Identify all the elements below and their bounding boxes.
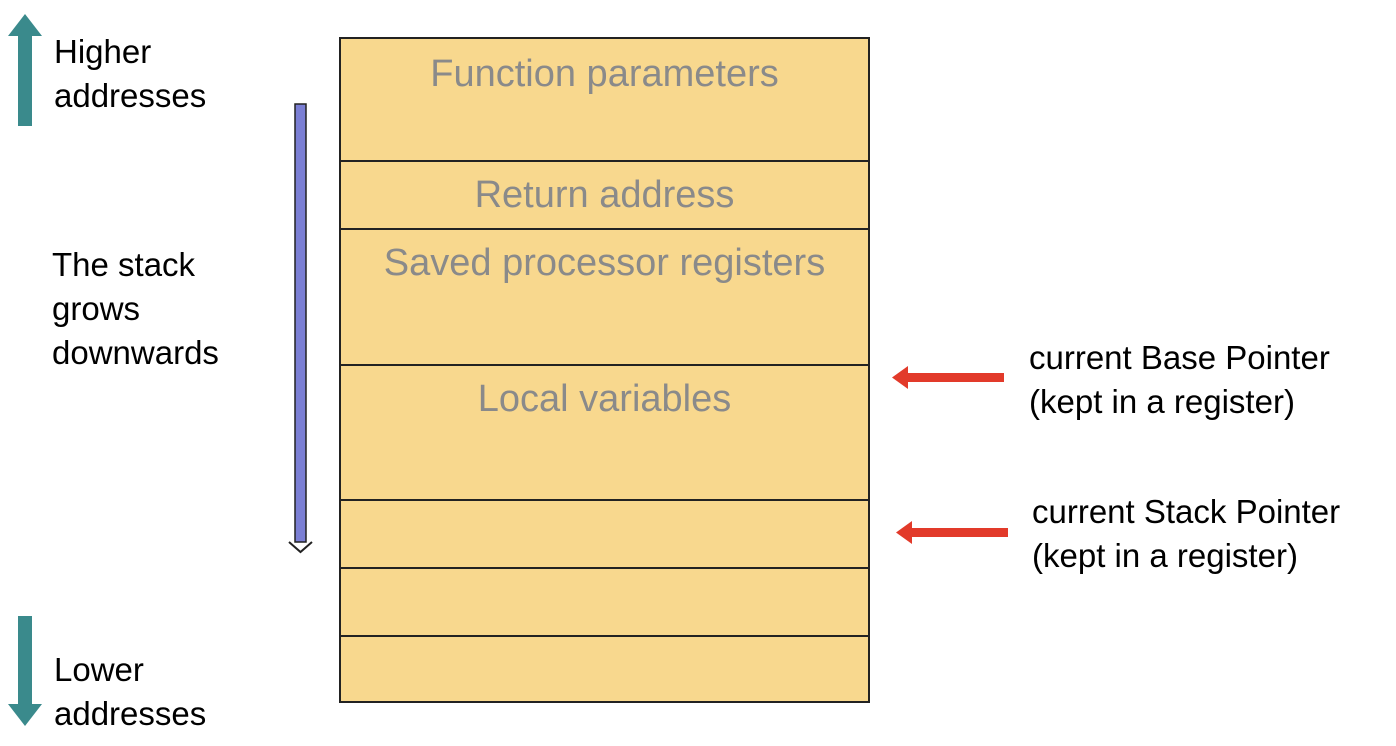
stack-growth-arrow [288, 103, 313, 554]
stack-cell-empty [339, 499, 870, 569]
stack-cell-function-parameters: Function parameters [339, 37, 870, 162]
stack-cell-empty [339, 635, 870, 703]
stack-cell-local-variables: Local variables [339, 364, 870, 501]
stack-cell-label: Local variables [477, 378, 732, 420]
higher-addresses-label: Higher addresses [54, 33, 207, 114]
stack-cell-label: Function parameters [430, 53, 779, 95]
lower-addresses-label: Lower addresses [54, 651, 207, 732]
stack-pointer-arrow [896, 521, 1008, 544]
stack-cell-saved-registers: Saved processor registers [339, 228, 870, 366]
stack-cell-return-address: Return address [339, 160, 870, 230]
stack-grows-label: The stack grows downwards [52, 246, 219, 371]
stack-cell-label: Return address [474, 174, 735, 216]
base-pointer-label: current Base Pointer (kept in a register… [1029, 339, 1330, 420]
base-pointer-arrow [892, 366, 1004, 389]
stack-pointer-label: current Stack Pointer (kept in a registe… [1032, 493, 1341, 574]
stack-cell-empty [339, 567, 870, 637]
stack-cell-label: Saved processor registers [383, 242, 826, 284]
higher-addresses-arrow [8, 14, 42, 126]
lower-addresses-arrow [8, 616, 42, 726]
stack-frame: Function parameters Return address Saved… [339, 37, 870, 703]
